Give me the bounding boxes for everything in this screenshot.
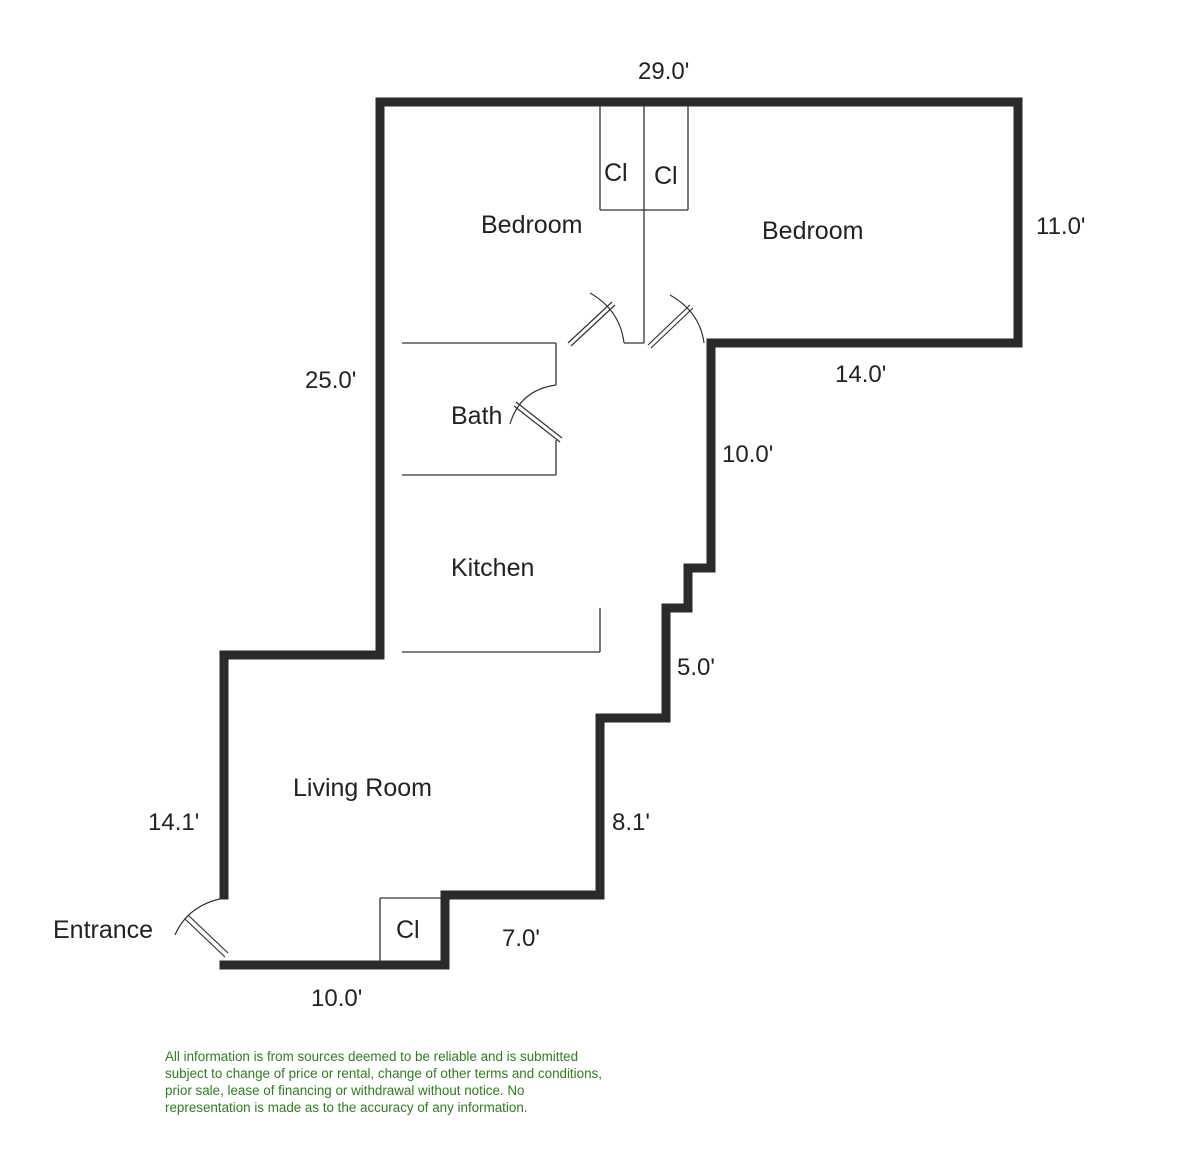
exterior-wall (219, 97, 1023, 970)
bedroom-right-door (647, 294, 705, 349)
entrance-label: Entrance (53, 916, 153, 944)
bath-door (509, 384, 563, 443)
dimension-right-middle: 5.0' (677, 654, 715, 681)
kitchen-label: Kitchen (451, 554, 534, 582)
dimension-top: 29.0' (638, 58, 689, 85)
bedroom-left-door (567, 292, 625, 347)
dimension-bottom-step: 7.0' (502, 925, 540, 952)
living-room-label: Living Room (293, 774, 432, 802)
entrance-door (174, 897, 229, 958)
interior-walls (402, 342, 644, 653)
dimension-bedroom-bottom: 14.0' (835, 361, 886, 388)
dimension-right-upper: 10.0' (722, 441, 773, 468)
living-closet (379, 897, 441, 962)
bath-label: Bath (451, 402, 502, 430)
dimension-right-bedroom: 11.0' (1036, 213, 1086, 240)
disclaimer-text: All information is from sources deemed t… (165, 1049, 602, 1115)
dimension-left: 25.0' (305, 367, 356, 394)
closet-label: Cl (654, 162, 678, 190)
dimension-right-lower: 8.1' (612, 809, 650, 836)
closet-label: Cl (396, 916, 420, 944)
top-closets (599, 106, 689, 343)
bedroom-right-label: Bedroom (762, 217, 863, 245)
bedroom-left-label: Bedroom (481, 211, 582, 239)
closet-label: Cl (604, 159, 628, 187)
dimension-living-left: 14.1' (148, 809, 199, 836)
dimension-bottom: 10.0' (311, 985, 362, 1012)
